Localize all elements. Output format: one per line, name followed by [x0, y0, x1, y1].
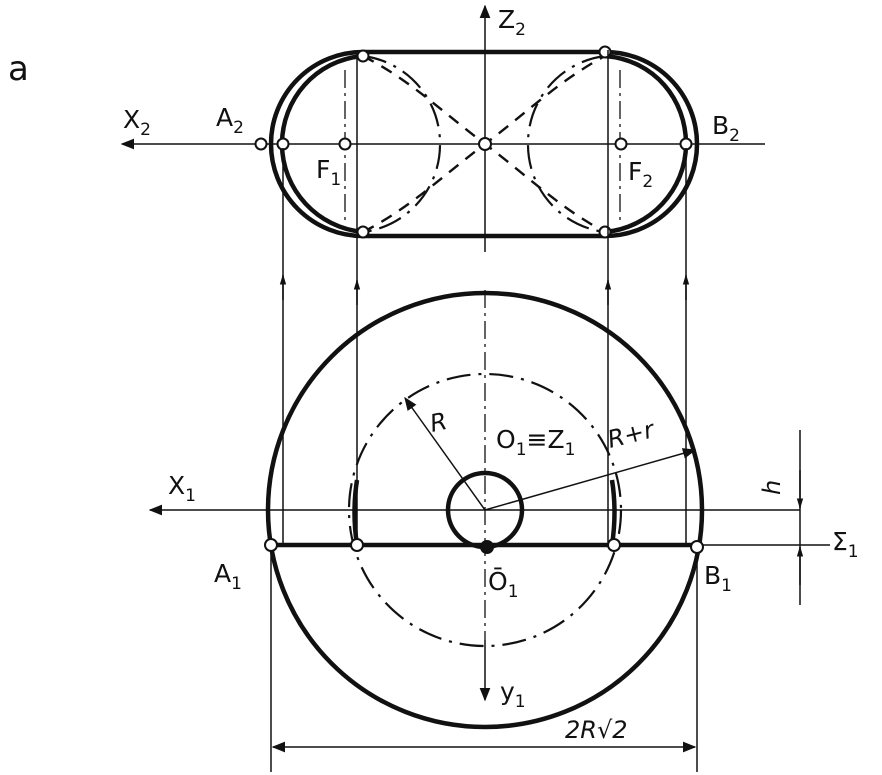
point-f1 — [338, 137, 352, 151]
tube-circle-left — [362, 54, 442, 234]
inner-arc-left — [352, 479, 360, 546]
panel-label: a — [8, 49, 29, 89]
point-top-right — [598, 45, 612, 59]
dim-height-h: h — [758, 480, 786, 495]
point-top-left — [356, 49, 370, 63]
top-view — [148, 290, 830, 753]
point-b1 — [690, 540, 704, 554]
dim-radius-r: R — [427, 407, 449, 438]
label-x1: X1 — [168, 471, 196, 506]
point-bottom-left — [356, 225, 370, 239]
radius-r-plus-r-line — [484, 448, 697, 511]
label-o1-bar: Ō1 — [488, 567, 519, 602]
point-left-inner — [350, 538, 364, 552]
point-a1 — [264, 538, 278, 552]
point-o1-bar — [480, 540, 494, 554]
point-a2-inner — [276, 137, 290, 151]
front-view — [120, 4, 765, 252]
dim-width: 2R√2 — [565, 716, 628, 744]
point-f2 — [614, 137, 628, 151]
radius-r-line — [404, 396, 486, 511]
labels: a Z2 X2 A2 B2 F1 F2 X1 A1 B1 O1≡Z1 — [8, 5, 859, 744]
label-b1: B1 — [704, 561, 732, 596]
point-center-front — [478, 137, 492, 151]
point-a2-outer — [254, 137, 268, 151]
tube-circle-right — [526, 54, 606, 234]
label-f1: F1 — [316, 155, 341, 190]
label-a2: A2 — [216, 103, 244, 138]
label-f2: F2 — [628, 157, 653, 192]
projection-lines — [270, 50, 698, 772]
inner-arc-right — [609, 479, 617, 546]
label-b2: B2 — [712, 111, 740, 146]
label-a1: A1 — [214, 559, 242, 594]
label-z2: Z2 — [498, 5, 526, 40]
label-y1: y1 — [500, 677, 526, 712]
point-right-inner — [607, 538, 621, 552]
dim-radius-r-plus-r: R+r — [605, 415, 659, 454]
point-bottom-right — [598, 225, 612, 239]
label-o1-z1: O1≡Z1 — [496, 425, 575, 460]
point-b2 — [679, 137, 693, 151]
label-sigma1: Σ1 — [832, 527, 859, 562]
label-x2: X2 — [123, 105, 151, 140]
